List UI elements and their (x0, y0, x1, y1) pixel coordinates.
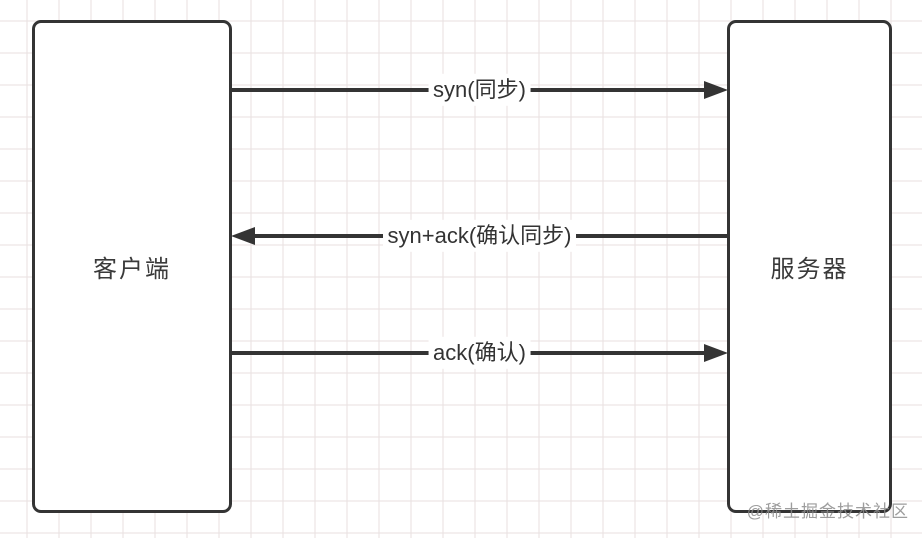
arrowhead-right-icon (704, 344, 728, 362)
server-node-label: 服务器 (770, 256, 849, 283)
syn-arrow-label: syn(同步) (428, 73, 531, 107)
client-node-label: 客户端 (93, 256, 171, 283)
client-node: 客户端 (32, 20, 232, 513)
server-node: 服务器 (727, 20, 892, 513)
ack-arrow-label: ack(确认) (428, 336, 531, 370)
watermark: @稀土掘金技术社区 (746, 502, 909, 521)
arrowhead-left-icon (231, 227, 255, 245)
arrowhead-right-icon (704, 81, 728, 99)
syn-ack-arrow-label: syn+ack(确认同步) (382, 219, 577, 253)
